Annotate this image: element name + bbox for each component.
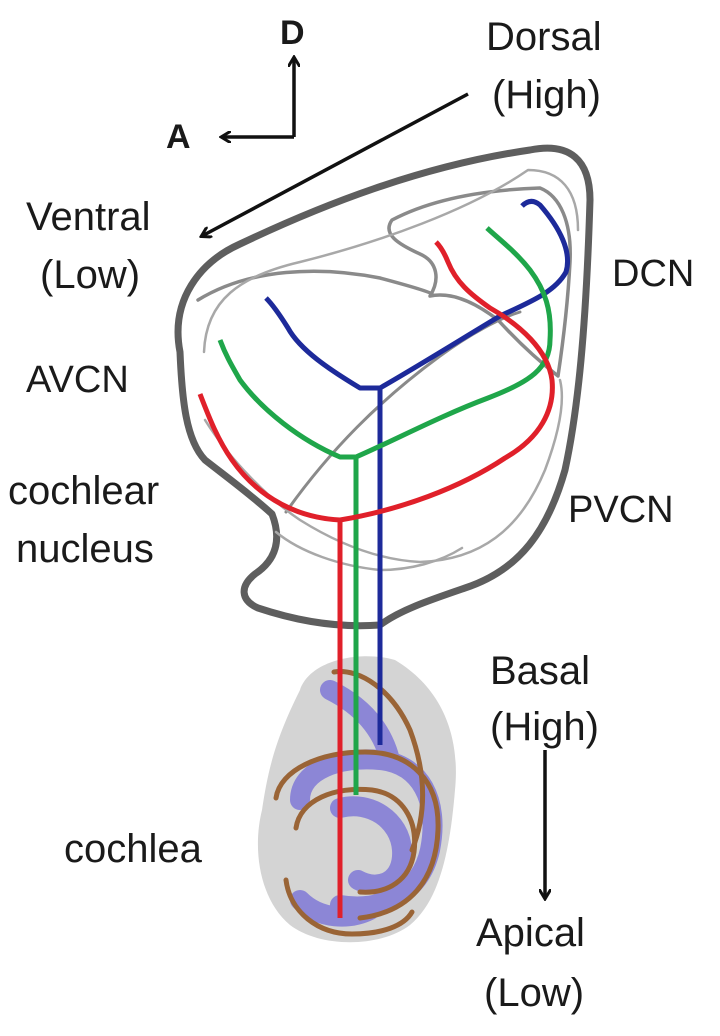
label-ventral: Ventral <box>26 195 151 239</box>
label-apical-low: (Low) <box>484 971 584 1015</box>
label-cochlear: cochlear <box>8 469 159 513</box>
label-dorsal-high: (High) <box>492 73 601 117</box>
axis-label-a: A <box>166 118 191 156</box>
label-basal-high: (High) <box>490 705 599 749</box>
nucleus-outer-boundary <box>174 144 594 630</box>
label-apical: Apical <box>476 911 585 955</box>
label-dorsal: Dorsal <box>486 15 602 59</box>
label-avcn: AVCN <box>26 359 129 401</box>
cochlear-duct <box>290 680 443 927</box>
fiber-red <box>197 240 555 918</box>
orientation-axes: D A <box>166 14 305 156</box>
label-nucleus: nucleus <box>16 527 154 571</box>
ventral-inner-contour <box>203 378 564 564</box>
avcn-pvcn-divider <box>284 310 522 514</box>
cochlear-nucleus-outline <box>174 144 594 630</box>
dcn-boundary <box>387 186 572 378</box>
axis-label-d: D <box>280 14 305 52</box>
label-dcn: DCN <box>612 253 694 295</box>
fiber-blue <box>264 198 570 745</box>
fiber-green <box>217 226 553 795</box>
label-ventral-low: (Low) <box>40 253 140 297</box>
cochlea-spiral <box>257 656 456 943</box>
avcn-upper-boundary <box>196 269 434 302</box>
dorsal-ventral-arrow <box>202 92 469 236</box>
lower-inner-contour <box>274 530 464 572</box>
cochlear-nerve-fibers <box>273 669 441 937</box>
inner-light-contour <box>202 168 580 354</box>
label-pvcn: PVCN <box>568 489 674 531</box>
label-basal: Basal <box>490 649 590 693</box>
label-cochlea: cochlea <box>64 827 203 871</box>
